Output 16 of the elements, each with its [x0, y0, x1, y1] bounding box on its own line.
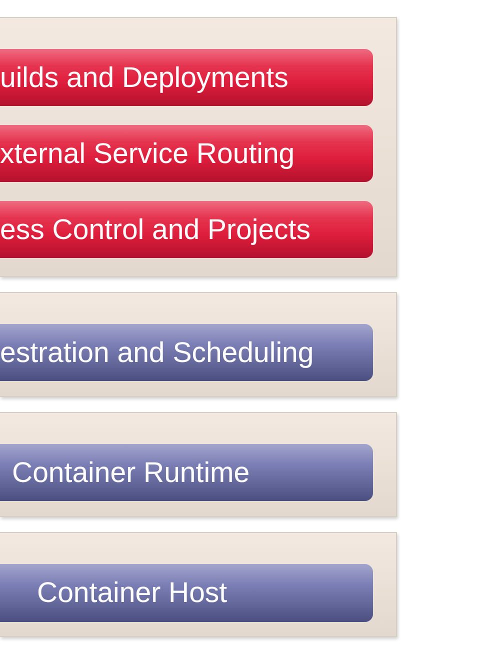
- bar-label: estration and Scheduling: [0, 336, 314, 368]
- bar-label: Container Runtime: [12, 456, 250, 488]
- layer-panel: [0, 292, 397, 397]
- layer-panel: [0, 17, 397, 277]
- bar-label: uilds and Deployments: [0, 62, 288, 94]
- feature-bar: [0, 564, 373, 622]
- layer-panel: [0, 412, 397, 517]
- bar-label: Container Host: [37, 577, 228, 609]
- feature-bar: [0, 125, 373, 182]
- bar-label: ess Control and Projects: [0, 214, 310, 246]
- bar-label: xternal Service Routing: [0, 138, 295, 170]
- feature-bar: [0, 49, 373, 106]
- feature-bar: [0, 324, 373, 381]
- layer-panel: [0, 532, 397, 637]
- feature-bar: [0, 444, 373, 501]
- feature-bar: [0, 201, 373, 258]
